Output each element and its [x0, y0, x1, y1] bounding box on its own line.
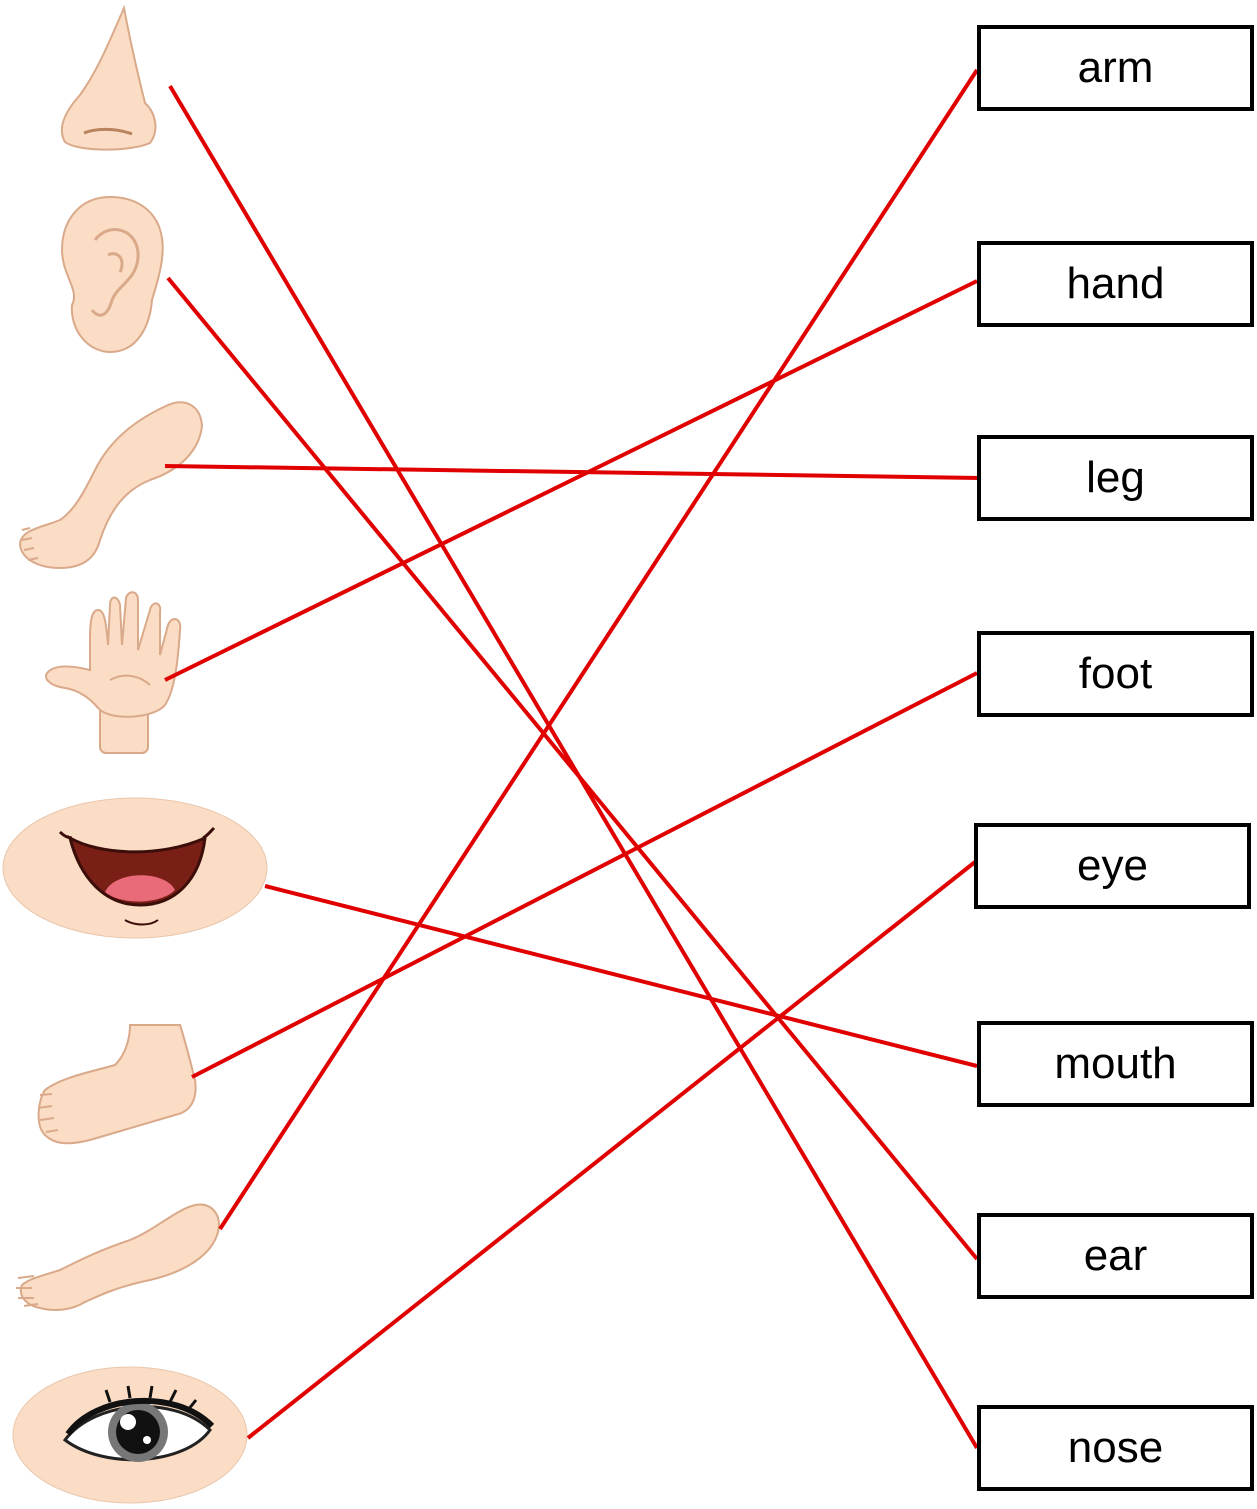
- word-box-foot[interactable]: foot: [977, 631, 1254, 717]
- match-line-ear: [168, 278, 977, 1259]
- ear-icon: [62, 197, 163, 352]
- match-line-leg: [165, 466, 980, 478]
- match-line-arm: [220, 70, 977, 1229]
- foot-icon: [38, 1025, 196, 1143]
- match-line-mouth: [265, 886, 977, 1066]
- mouth-icon: [3, 798, 267, 938]
- match-line-eye: [248, 862, 975, 1438]
- leg-icon: [20, 402, 202, 568]
- word-box-hand[interactable]: hand: [977, 241, 1254, 327]
- arm-icon: [16, 1205, 219, 1310]
- word-box-leg[interactable]: leg: [977, 435, 1254, 521]
- word-box-mouth[interactable]: mouth: [977, 1021, 1254, 1107]
- match-line-hand: [165, 281, 977, 680]
- word-box-eye[interactable]: eye: [974, 823, 1251, 909]
- word-box-arm[interactable]: arm: [977, 25, 1254, 111]
- hand-icon: [46, 592, 180, 753]
- word-box-ear[interactable]: ear: [977, 1213, 1254, 1299]
- nose-icon: [62, 8, 156, 150]
- matching-lines: [165, 70, 980, 1448]
- word-box-nose[interactable]: nose: [977, 1405, 1254, 1491]
- match-line-foot: [192, 673, 977, 1077]
- eye-icon: [13, 1367, 247, 1503]
